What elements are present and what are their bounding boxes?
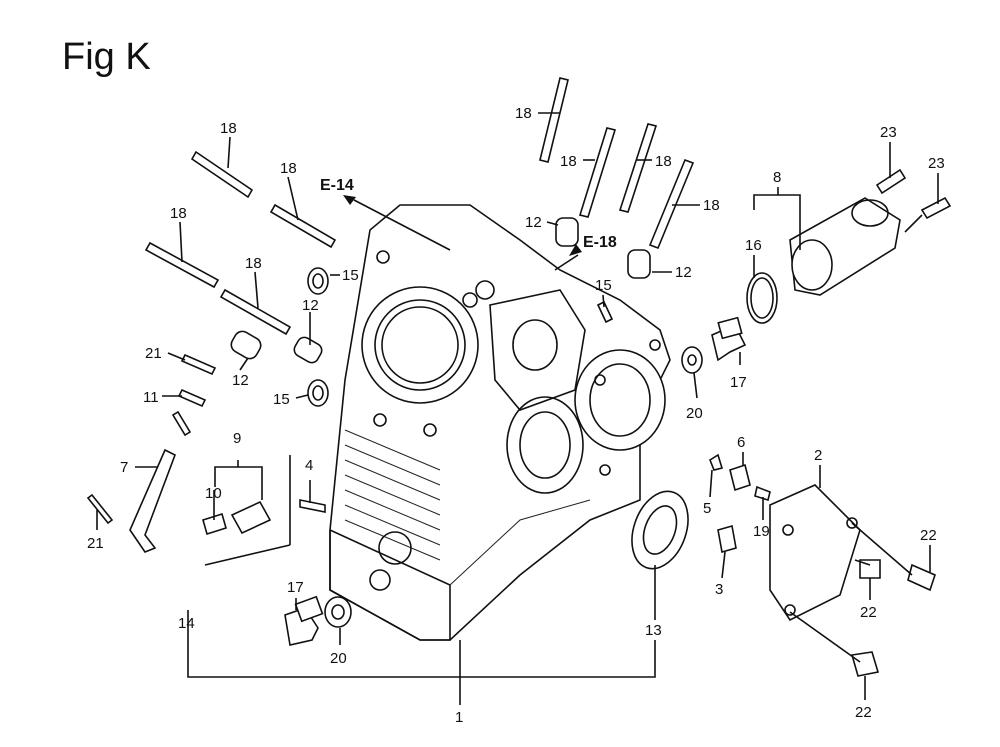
callout-22b: 22: [860, 604, 877, 621]
callout-18h: 18: [703, 197, 720, 214]
oil-seals: [307, 267, 614, 407]
callout-18d: 18: [245, 255, 262, 272]
callout-18f: 18: [560, 153, 577, 170]
callout-3: 3: [715, 581, 723, 598]
breather-assembly: [746, 168, 952, 324]
callout-23a: 23: [880, 124, 897, 141]
callout-14: 14: [178, 615, 195, 632]
callout-4: 4: [305, 457, 313, 474]
crankcase-body: [329, 204, 671, 641]
large-oil-seal: [631, 490, 689, 570]
stud-bolts: [144, 77, 695, 336]
callout-5: 5: [703, 500, 711, 517]
callout-18c: 18: [170, 205, 187, 222]
callout-16: 16: [745, 237, 762, 254]
callout-17a: 17: [287, 579, 304, 596]
callout-12c: 12: [302, 297, 319, 314]
callout-15b: 15: [595, 277, 612, 294]
callout-18a: 18: [220, 120, 237, 137]
callout-20a: 20: [330, 650, 347, 667]
figure-title: Fig K: [62, 36, 151, 78]
drain-bolt-left: [284, 595, 352, 646]
callout-18g: 18: [655, 153, 672, 170]
callout-15a: 15: [342, 267, 359, 284]
callout-12b: 12: [675, 264, 692, 281]
left-small-parts: [86, 353, 326, 553]
callout-11: 11: [143, 389, 159, 406]
leader-lines: [96, 112, 939, 705]
callout-22a: 22: [920, 527, 937, 544]
callout-18b: 18: [280, 160, 297, 177]
arrow-e14-icon: [343, 195, 356, 205]
callout-9: 9: [233, 430, 241, 447]
dowel-pins: [230, 217, 651, 364]
callout-2: 2: [814, 447, 822, 464]
callout-1: 1: [455, 709, 463, 726]
callout-12d: 12: [232, 372, 249, 389]
callout-21a: 21: [145, 345, 162, 362]
callout-labels: 18 18 18 18 18 18 18 18 12 12 12 12 15 1…: [87, 105, 945, 726]
callout-12a: 12: [525, 214, 542, 231]
callout-15c: 15: [273, 391, 290, 408]
callout-17b: 17: [730, 374, 747, 391]
callout-22c: 22: [855, 704, 872, 721]
side-cover: [709, 453, 936, 677]
callout-10: 10: [205, 485, 222, 502]
callout-20b: 20: [686, 405, 703, 422]
callout-13: 13: [645, 622, 662, 639]
callout-6: 6: [737, 434, 745, 451]
callout-23b: 23: [928, 155, 945, 172]
arrow-e18-icon: [569, 244, 582, 256]
callout-18e: 18: [515, 105, 532, 122]
ref-e18: E-18: [583, 234, 617, 251]
reference-arrows: E-14 E-18: [320, 177, 617, 256]
right-plug-and-washer: [681, 316, 747, 374]
ref-e14: E-14: [320, 177, 354, 194]
callout-19: 19: [753, 523, 770, 540]
callout-8: 8: [773, 169, 781, 186]
callout-21b: 21: [87, 535, 104, 552]
callout-7: 7: [120, 459, 128, 476]
